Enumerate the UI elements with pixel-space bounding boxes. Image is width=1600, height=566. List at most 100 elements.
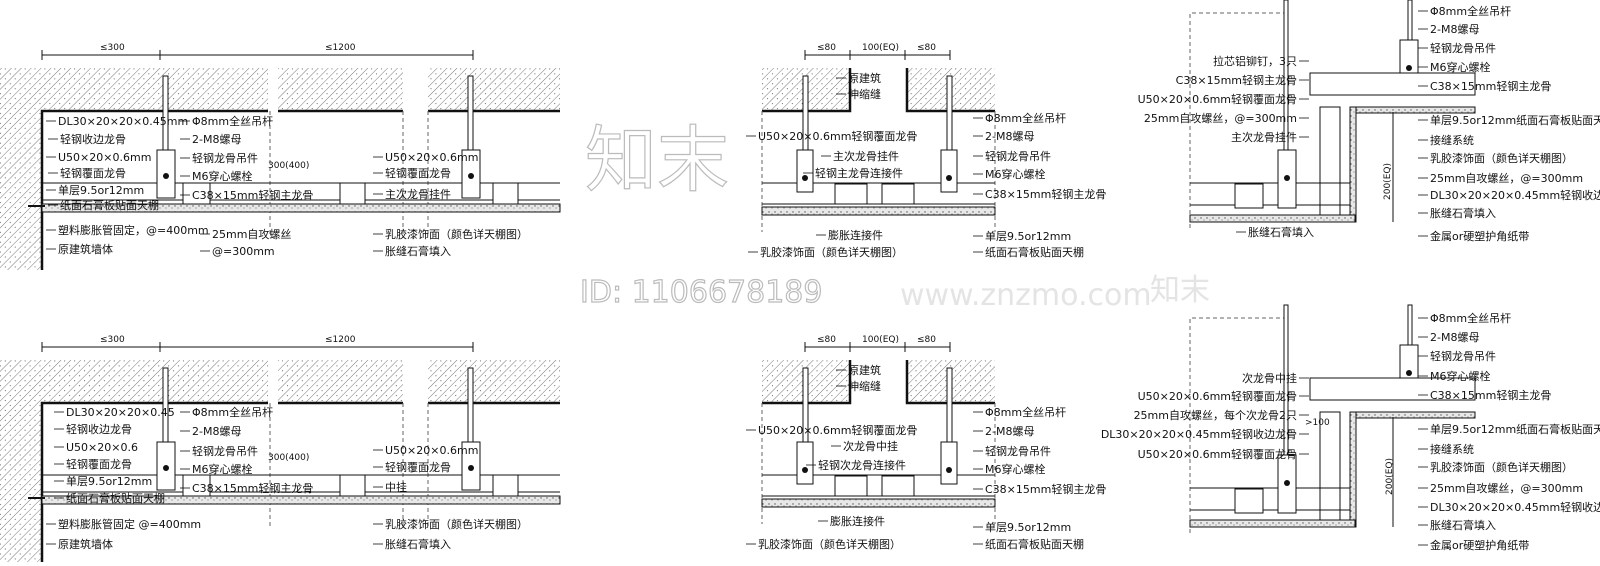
callout-label: 膨胀连接件 xyxy=(830,514,885,528)
panel-top-left: ≤300≤1200DL30×20×20×0.45mm轻钢收边龙骨U50×20×0… xyxy=(46,43,528,258)
callout-label: 轻钢覆面龙骨 xyxy=(385,460,451,474)
dimension-label: 100(EQ) xyxy=(862,43,899,53)
callout-label: 金属or硬塑护角纸带 xyxy=(1430,229,1529,243)
callout-label: 原建筑墙体 xyxy=(58,242,113,256)
callout-label: 2-M8螺母 xyxy=(985,425,1034,438)
callout-label: 单层9.5or12mm xyxy=(985,521,1071,534)
hanger-rod xyxy=(156,75,481,199)
callout-label: 25mm自攻螺丝，@=300mm xyxy=(1144,111,1297,125)
callout-label: 纸面石膏板贴面天棚 xyxy=(66,491,165,505)
callout-label: U50×20×0.6mm轻钢覆面龙骨 xyxy=(1138,389,1297,403)
callout-label: 25mm自攻螺丝 xyxy=(212,227,291,241)
callout-label: 纸面石膏板贴面天棚 xyxy=(985,245,1084,259)
callout-label: M6穿心螺栓 xyxy=(192,462,253,476)
callout-label: 单层9.5or12mm xyxy=(66,475,152,488)
dimension-label: ≤80 xyxy=(817,335,836,345)
callout-label: 胀缝石膏填入 xyxy=(1248,225,1314,239)
callout-label: 次龙骨中挂 xyxy=(843,439,898,453)
callout-label: 胀缝石膏填入 xyxy=(385,537,451,551)
panel-top-right: 200(EQ)Φ8mm全丝吊杆2-M8螺母轻钢龙骨吊件M6穿心螺栓C38×15m… xyxy=(1138,4,1600,243)
callout-label: 乳胶漆饰面（颜色详天棚图） xyxy=(385,227,528,241)
dimension-label: ≤300 xyxy=(100,43,125,53)
callout-label: 次龙骨中挂 xyxy=(1242,371,1297,385)
callout-label: 25mm自攻螺丝，每个次龙骨2只 xyxy=(1134,408,1297,422)
callout-label: 拉芯铝铆钉，3只 xyxy=(1213,54,1297,68)
section-wall-edge xyxy=(0,50,561,270)
callout-label: 轻钢龙骨吊件 xyxy=(192,444,258,458)
callout-label: 轻钢主龙骨连接件 xyxy=(815,166,903,180)
callout-label: 轻钢龙骨吊件 xyxy=(1430,41,1496,55)
callout-label: 胀缝石膏填入 xyxy=(1430,518,1496,532)
callout-label: 接缝系统 xyxy=(1430,133,1474,147)
callout-label: 2-M8螺母 xyxy=(192,133,241,146)
callout-label: U50×20×0.6mm轻钢覆面龙骨 xyxy=(1138,92,1297,106)
callout-label: C38×15mm轻钢主龙骨 xyxy=(192,481,313,495)
panel-bottom-right: 200(EQ)>100Φ8mm全丝吊杆2-M8螺母轻钢龙骨吊件M6穿心螺栓C38… xyxy=(1101,311,1600,552)
callout-label: Φ8mm全丝吊杆 xyxy=(985,405,1066,419)
callout-label: Φ8mm全丝吊杆 xyxy=(1430,4,1511,18)
callout-label: M6穿心螺栓 xyxy=(985,462,1046,476)
callout-label: 接缝系统 xyxy=(1430,442,1474,456)
dimension-label: ≤300 xyxy=(100,335,125,345)
callout-label: 25mm自攻螺丝，@=300mm xyxy=(1430,481,1583,495)
callout-label: 轻钢覆面龙骨 xyxy=(66,457,132,471)
callout-label: 2-M8螺母 xyxy=(1430,23,1479,36)
callout-label: 300(400) xyxy=(268,453,309,463)
watermark-id: ID: 1106678189 xyxy=(580,275,822,310)
watermark-brand-small: 知末 xyxy=(1150,273,1210,308)
callout-label: 胀缝石膏填入 xyxy=(1430,206,1496,220)
dimension-label: ≤1200 xyxy=(325,43,356,53)
callout-label: DL30×20×20×0.45mm轻钢收边龙骨 xyxy=(1101,427,1297,441)
callout-label: 塑料膨胀管固定，@=400mm xyxy=(58,223,209,237)
callout-label: @=300mm xyxy=(212,245,275,258)
callout-label: Φ8mm全丝吊杆 xyxy=(1430,311,1511,325)
callout-label: C38×15mm轻钢主龙骨 xyxy=(1430,79,1551,93)
callout-label: DL30×20×20×0.45mm轻钢收边龙骨 xyxy=(1430,500,1600,514)
callout-label: 原建筑 xyxy=(848,71,881,85)
callout-label: 乳胶漆饰面（颜色详天棚图） xyxy=(385,517,528,531)
panel-bottom-left: ≤300≤1200DL30×20×20×0.45轻钢收边龙骨U50×20×0.6… xyxy=(46,335,528,551)
callout-label: 轻钢覆面龙骨 xyxy=(60,166,126,180)
callout-label: Φ8mm全丝吊杆 xyxy=(192,405,273,419)
callout-label: 轻钢覆面龙骨 xyxy=(385,166,451,180)
callout-label: U50×20×0.6mm xyxy=(58,151,151,164)
callout-label: 轻钢收边龙骨 xyxy=(66,422,132,436)
callout-label: 主次龙骨挂件 xyxy=(833,149,899,163)
section-expansion-joint xyxy=(761,50,996,232)
dimension-label: 100(EQ) xyxy=(862,335,899,345)
callout-label: 中挂 xyxy=(385,480,407,494)
callout-label: C38×15mm轻钢主龙骨 xyxy=(985,482,1106,496)
callout-label: 胀缝石膏填入 xyxy=(385,244,451,258)
callout-label: 2-M8螺母 xyxy=(1430,331,1479,344)
callout-label: 单层9.5or12mm xyxy=(58,184,144,197)
callout-label: 伸缩缝 xyxy=(848,379,881,393)
callout-label: 原建筑 xyxy=(848,363,881,377)
callout-label: C38×15mm轻钢主龙骨 xyxy=(192,188,313,202)
callout-label: 25mm自攻螺丝，@=300mm xyxy=(1430,171,1583,185)
callout-label: 轻钢龙骨吊件 xyxy=(1430,349,1496,363)
callout-label: 300(400) xyxy=(268,161,309,171)
dimension-label: >100 xyxy=(1305,418,1330,428)
callout-label: M6穿心螺栓 xyxy=(192,169,253,183)
callout-label: 金属or硬塑护角纸带 xyxy=(1430,538,1529,552)
callout-label: 纸面石膏板贴面天棚 xyxy=(985,537,1084,551)
callout-label: 乳胶漆饰面（颜色详天棚图） xyxy=(1430,460,1573,474)
dimension-label: ≤80 xyxy=(817,43,836,53)
callout-label: C38×15mm轻钢主龙骨 xyxy=(985,187,1106,201)
callout-label: M6穿心螺栓 xyxy=(985,167,1046,181)
callout-label: 轻钢次龙骨连接件 xyxy=(818,458,906,472)
callout-label: 轻钢收边龙骨 xyxy=(60,132,126,146)
callout-label: 乳胶漆饰面（颜色详天棚图） xyxy=(1430,151,1573,165)
callout-label: Φ8mm全丝吊杆 xyxy=(985,111,1066,125)
callout-label: 单层9.5or12mm纸面石膏板贴面天棚 xyxy=(1430,113,1600,127)
wall-and-slab-hatch xyxy=(0,68,268,270)
callout-label: U50×20×0.6mm xyxy=(385,151,478,164)
callout-label: 膨胀连接件 xyxy=(828,228,883,242)
callout-label: 塑料膨胀管固定 @=400mm xyxy=(58,517,201,531)
callout-label: 轻钢龙骨吊件 xyxy=(985,149,1051,163)
callout-label: 原建筑墙体 xyxy=(58,537,113,551)
callout-label: DL30×20×20×0.45 xyxy=(66,406,175,419)
